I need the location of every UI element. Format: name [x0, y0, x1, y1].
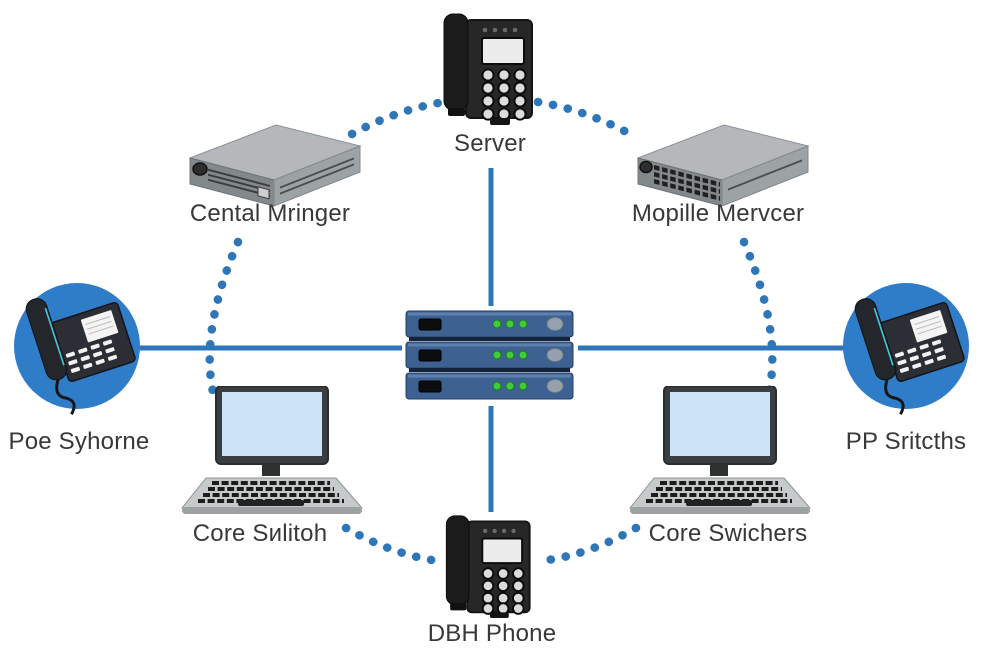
desktop-computer-icon: [628, 386, 812, 514]
dotted-arc-top-left: [347, 97, 449, 139]
node-label-mopille-mervcer: Mopille Mervcer: [631, 200, 805, 227]
node-center-rack: [402, 306, 578, 406]
node-label-dbh-phone: DBH Phone: [427, 620, 557, 647]
node-top-left-switch: [178, 112, 368, 212]
node-label-core-swichers: Core Swichers: [648, 520, 808, 547]
node-bottom-phone: [438, 512, 542, 622]
node-right-phone: [831, 276, 981, 426]
network-switch-icon: [188, 124, 362, 207]
dotted-ring: [205, 97, 777, 568]
dotted-arc-right: [739, 237, 777, 397]
node-label-poe-syhorne: Poe Syhorne: [8, 428, 150, 455]
node-top-right-switch: [626, 112, 816, 212]
node-bottom-right-computer: [624, 386, 814, 518]
server-rack-icon: [405, 310, 574, 400]
desk-phone-circle-icon: [14, 283, 140, 416]
node-label-cental-mringer: Cental Mringer: [189, 200, 351, 227]
node-left-phone: [2, 276, 152, 426]
network-switch-icon: [636, 124, 810, 207]
desk-phone-icon: [445, 515, 531, 618]
node-bottom-left-computer: [176, 386, 366, 518]
desk-phone-circle-icon: [843, 283, 969, 416]
desktop-computer-icon: [180, 386, 364, 514]
node-label-core-sulitoh: Core Sиlitoh: [192, 520, 328, 547]
dotted-arc-left: [205, 237, 243, 397]
node-top-phone: [438, 8, 538, 128]
desk-phone-icon: [443, 13, 533, 125]
dotted-arc-top-right: [533, 97, 635, 139]
dotted-arc-bottom-right: [521, 523, 641, 567]
node-label-server: Server: [454, 130, 526, 157]
node-label-pp-sritcths: PP Sritcths: [845, 428, 967, 455]
